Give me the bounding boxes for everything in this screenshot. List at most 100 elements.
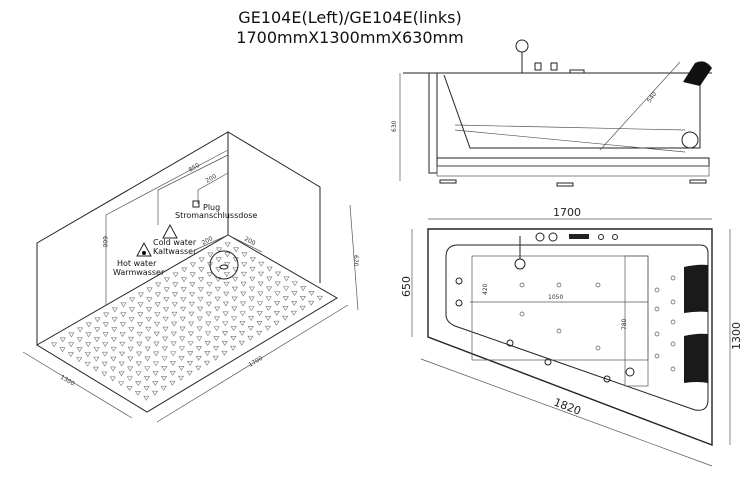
floor-tile-mark xyxy=(118,371,125,377)
floor-tile-mark xyxy=(273,320,280,326)
floor-tile-mark xyxy=(231,286,238,292)
floor-tile-mark xyxy=(103,312,110,318)
faucet-icon-top xyxy=(514,258,526,270)
dim-630-label: 630 xyxy=(391,120,398,132)
floor-tile-mark xyxy=(213,346,220,351)
floor-tile-mark xyxy=(198,257,205,263)
floor-tile-mark xyxy=(76,357,83,362)
floor-tile-mark xyxy=(204,360,211,366)
floor-tile-mark xyxy=(171,311,178,317)
floor-tile-mark xyxy=(162,326,169,332)
floor-tile-mark xyxy=(198,267,205,273)
base-frame-lower xyxy=(436,165,710,177)
floor-tile-mark xyxy=(308,300,315,306)
dim-780-label: 780 xyxy=(621,318,628,330)
floor-tile-mark xyxy=(189,292,196,297)
floor-tile-mark xyxy=(214,286,221,292)
floor-tile-mark xyxy=(94,327,101,333)
floor-tile-mark xyxy=(154,292,161,298)
floor-tile-mark xyxy=(127,366,134,372)
hot-water-icon xyxy=(136,241,152,257)
floor-tile-mark xyxy=(59,337,66,343)
floor-tile-mark xyxy=(264,325,271,331)
floor-tile-mark xyxy=(119,341,126,347)
dim-620-label: 620 xyxy=(352,255,359,267)
floor-tile-mark xyxy=(215,247,223,253)
floor-tile-mark xyxy=(189,282,196,288)
floor-tile-mark xyxy=(101,371,108,377)
floor-outline xyxy=(36,234,338,413)
dim-line-200-b xyxy=(227,234,263,253)
floor-tile-mark xyxy=(213,326,220,332)
floor-tile-mark xyxy=(239,321,246,327)
floor-tile-mark xyxy=(136,331,143,337)
floor-tile-mark xyxy=(206,291,213,297)
dim-line-200-a xyxy=(194,234,229,251)
floor-tile-mark xyxy=(213,336,220,342)
floor-tile-mark xyxy=(172,282,179,288)
floor-tile-mark xyxy=(257,301,264,307)
floor-tile-mark xyxy=(77,327,84,333)
model-title: GE104E(Left)/GE104E(links) xyxy=(238,8,462,27)
floor-tile-mark xyxy=(215,257,222,263)
seat-step xyxy=(624,255,649,387)
floor-tile-mark xyxy=(248,306,255,312)
floor-tile-mark xyxy=(214,306,221,312)
dimension-line-850 xyxy=(157,154,229,225)
floor-tile-mark xyxy=(126,386,133,392)
floor-tile-mark xyxy=(110,337,117,342)
floor-tile-mark xyxy=(221,331,229,337)
floor-tile-mark xyxy=(111,317,118,323)
floor-tile-mark xyxy=(171,302,178,307)
floor-tile-mark xyxy=(118,351,126,357)
floor-tile-mark xyxy=(195,356,202,361)
floor-tile-mark xyxy=(118,381,125,387)
floor-tile-mark xyxy=(143,386,150,391)
dim-420-label: 420 xyxy=(482,283,489,295)
floor-tile-mark xyxy=(145,317,152,322)
dim-1300-label: 1300 xyxy=(59,374,76,388)
floor-tile-mark xyxy=(179,316,186,322)
floor-tile-mark xyxy=(196,336,203,342)
floor-tile-mark xyxy=(205,311,212,317)
floor-tile-mark xyxy=(163,297,170,303)
dimensions-title: 1700mmX1300mmX630mm xyxy=(236,28,464,47)
valve-knob-1 xyxy=(535,232,545,242)
basin-floor xyxy=(471,255,649,361)
floor-tile-mark xyxy=(154,302,161,308)
floor-tile-mark xyxy=(127,346,134,352)
control-panel-top xyxy=(569,234,589,239)
floor-tile-mark xyxy=(180,297,187,302)
floor-tile-mark xyxy=(146,287,153,293)
dimension-line-1300 xyxy=(22,351,133,419)
floor-tile-mark xyxy=(265,316,272,321)
plug-label: Plug xyxy=(203,203,220,212)
floor-tile-mark xyxy=(135,361,142,367)
floor-tile-mark xyxy=(101,351,109,357)
floor-tile-mark xyxy=(135,381,142,387)
floor-tile-mark xyxy=(127,336,135,342)
button-1 xyxy=(598,234,604,240)
floor-tile-mark xyxy=(230,316,238,322)
dim-200-b-label: 200 xyxy=(243,236,257,248)
floor-tile-mark xyxy=(195,346,203,352)
drain-circle-icon xyxy=(209,250,239,280)
floor-tile-mark xyxy=(170,351,177,357)
cold-water-icon xyxy=(162,223,178,239)
floor-tile-mark xyxy=(189,272,196,278)
floor-tile-mark xyxy=(137,302,144,308)
floor-tile-mark xyxy=(101,361,108,367)
dimension-line-620 xyxy=(349,204,359,311)
floor-tile-mark xyxy=(76,347,83,353)
floor-tile-mark xyxy=(92,366,100,372)
floor-tile-mark xyxy=(249,266,256,272)
tub-outline xyxy=(427,228,713,447)
floor-tile-mark xyxy=(204,351,211,356)
floor-tile-mark xyxy=(265,286,273,292)
left-panel xyxy=(428,72,438,174)
floor-tile-mark xyxy=(126,376,133,382)
floor-tile-mark xyxy=(134,391,141,396)
floor-tile-mark xyxy=(120,312,127,318)
floor-tile-mark xyxy=(196,316,203,322)
